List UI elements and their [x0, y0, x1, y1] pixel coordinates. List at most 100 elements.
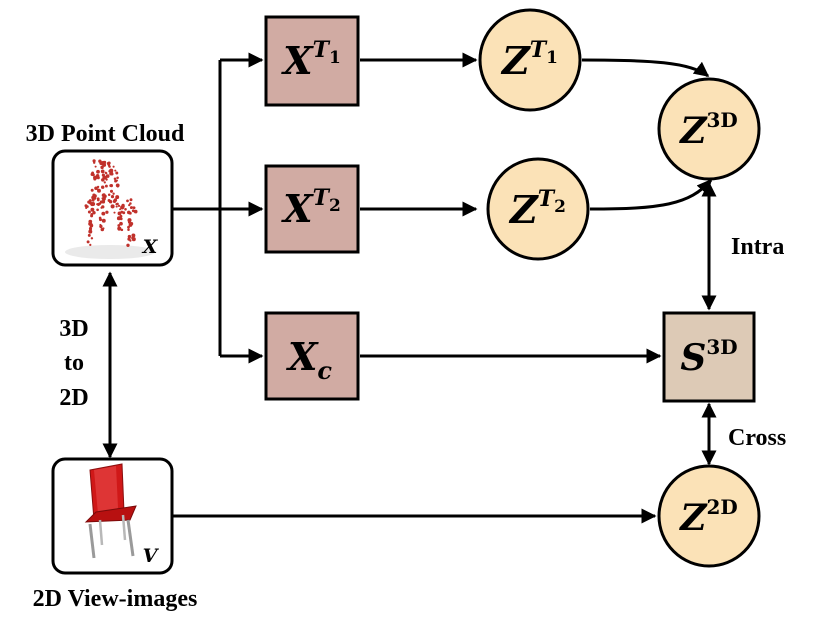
svg-text:Xc: Xc: [286, 334, 332, 385]
node-xt1-sup: T: [313, 37, 331, 63]
point-cloud-dot: [87, 210, 91, 214]
node-xt1-sub: 1: [329, 48, 341, 68]
point-cloud-dot: [116, 216, 122, 221]
svg-text:XT1: XT1: [281, 37, 341, 83]
node-xt1: XT1: [264, 15, 360, 107]
point-cloud-dot: [90, 188, 94, 192]
point-cloud-dot: [127, 225, 130, 229]
node-s3d: S3D: [662, 311, 756, 403]
point-cloud-dot: [109, 184, 112, 187]
svg-text:ZT1: ZT1: [500, 37, 558, 83]
point-cloud-dot: [88, 219, 93, 224]
edge-zt1-to-z3d: [581, 58, 710, 78]
svg-text:Z2D: Z2D: [678, 495, 738, 539]
point-cloud-dot: [126, 243, 130, 247]
point-cloud-dot: [115, 179, 118, 182]
point-cloud-dot: [129, 239, 132, 242]
point-cloud-dot: [90, 213, 94, 216]
node-xt1-base: X: [281, 38, 314, 83]
point-cloud-dot: [127, 234, 132, 239]
point-cloud-dot: [90, 223, 93, 226]
point-cloud-dot: [119, 214, 123, 218]
point-cloud-dot: [88, 227, 93, 231]
point-cloud-dot: [91, 173, 95, 177]
point-cloud-dot: [87, 233, 91, 237]
point-cloud-dot: [89, 243, 92, 247]
node-zt1-sub: 1: [546, 48, 558, 68]
point-cloud-dot: [92, 196, 97, 200]
node-z3d: Z3D: [657, 77, 761, 181]
point-cloud-dot: [129, 202, 132, 205]
point-cloud-dot: [96, 169, 100, 174]
node-xc-base: X: [286, 334, 319, 379]
point-cloud-dot: [120, 228, 124, 232]
point-cloud-dot: [106, 162, 110, 165]
point-cloud-dot: [90, 207, 95, 212]
point-cloud-dot: [113, 177, 117, 181]
point-cloud-dot: [124, 208, 127, 211]
svg-text:XT2: XT2: [281, 185, 341, 231]
point-cloud-dot: [87, 200, 91, 204]
node-xc: Xc: [264, 311, 360, 401]
point-cloud-dot: [109, 171, 114, 176]
point-cloud-dot: [113, 211, 116, 214]
point-cloud-dot: [115, 171, 119, 175]
point-cloud-dot: [129, 222, 134, 226]
point-cloud-dot: [117, 224, 121, 227]
point-cloud-dot: [101, 160, 106, 166]
node-s3d-base: S: [680, 337, 706, 379]
node-zt1-base: Z: [500, 38, 531, 83]
point-cloud-dot: [117, 211, 122, 216]
point-cloud-dot: [117, 226, 122, 231]
point-cloud-dot: [84, 204, 88, 208]
view-images-input: V 2D View-images: [33, 457, 198, 612]
node-zt2-sub: 2: [554, 197, 566, 217]
node-z2d-sup: 2D: [707, 495, 738, 519]
view-images-label: 2D View-images: [33, 586, 198, 612]
link-label-line-1: 3D: [59, 316, 88, 342]
point-cloud-dot: [104, 171, 107, 174]
point-cloud-dot: [88, 229, 93, 234]
node-xt2: XT2: [264, 164, 360, 254]
point-cloud-input: 3D Point Cloud X: [26, 121, 185, 267]
point-cloud-dot: [93, 161, 96, 164]
point-cloud-dot: [119, 208, 122, 211]
point-cloud-dot: [101, 228, 104, 231]
point-cloud-dot: [133, 209, 138, 214]
point-cloud-dot: [100, 206, 103, 209]
point-cloud-dot: [93, 177, 97, 181]
svg-text:S3D: S3D: [680, 335, 737, 379]
point-cloud-dot: [90, 237, 94, 240]
view-image-symbol: V: [143, 545, 160, 567]
node-xc-sub: c: [317, 356, 332, 385]
point-cloud-dot: [100, 169, 105, 174]
point-cloud-dot: [132, 206, 135, 209]
node-zt2: ZT2: [486, 157, 590, 261]
svg-text:ZT2: ZT2: [508, 186, 566, 232]
link-3d-to-2d-label: 3D to 2D: [59, 316, 88, 411]
point-cloud-dot: [101, 178, 105, 182]
edge-zt2-to-z3d: [589, 178, 713, 211]
point-cloud-dot: [101, 193, 106, 198]
point-cloud-dot: [101, 173, 105, 177]
point-cloud-dot: [100, 165, 104, 170]
point-cloud-dot: [99, 200, 103, 204]
node-z2d-base: Z: [678, 497, 708, 539]
point-cloud-dot: [116, 202, 119, 206]
point-cloud-dot: [127, 228, 130, 231]
point-cloud-dot: [110, 195, 115, 199]
point-cloud-dot: [85, 206, 88, 210]
node-xt2-sub: 2: [329, 196, 341, 216]
point-cloud-dot: [97, 188, 101, 193]
point-cloud-dot: [131, 237, 136, 242]
node-s3d-sup: 3D: [706, 335, 737, 359]
point-cloud-dot: [116, 176, 119, 180]
node-zt1-sup: T: [530, 37, 548, 63]
point-cloud-dot: [107, 198, 111, 203]
point-cloud-dot: [131, 233, 136, 238]
point-cloud-dot: [96, 203, 99, 206]
point-cloud-dot: [129, 206, 133, 210]
point-cloud-dot: [121, 204, 125, 208]
point-cloud-dot: [109, 189, 114, 193]
